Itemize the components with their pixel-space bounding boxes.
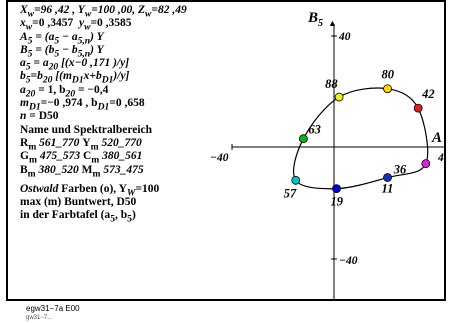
point-label-88: 88 xyxy=(325,77,338,91)
b5-formula: B5 = (b5 − b5,n) Y xyxy=(20,43,104,60)
gamut-curve-path xyxy=(293,87,429,190)
tick-label-b-pos: 40 xyxy=(338,31,351,43)
point-19 xyxy=(332,184,341,194)
name-spectral-heading: Name und Spektralbereich xyxy=(20,123,153,136)
point-label-19: 19 xyxy=(331,195,344,209)
tick-label-a-pos: 4 xyxy=(437,152,444,164)
whitepoint-line: xw=0 ,3457 yw=0 ,3585 xyxy=(20,17,132,33)
n-line: n = D50 xyxy=(20,110,59,123)
a5-formula: A5 = (a5 − a5,n) Y xyxy=(20,30,104,46)
a5-definition: a5 = a20 [(x−0 ,171 )/y] xyxy=(20,57,130,73)
point-63 xyxy=(298,134,308,144)
farbtafel-line: in der Farbtafel (a5, b5) xyxy=(20,209,136,225)
point-label-36: 36 xyxy=(393,163,407,177)
r-y-range-line: Rm 561_770 Ym 520_770 xyxy=(20,136,142,153)
point-80 xyxy=(383,84,392,94)
diagram-frame: Xw=96 ,42 , Yw=100 ,00, Zw=82 ,49 xw=0 ,… xyxy=(6,0,446,301)
point-label-11: 11 xyxy=(382,182,394,196)
point-label-63: 63 xyxy=(308,123,321,137)
footer-code: egw31−7a E00 xyxy=(26,304,80,313)
point-label-57: 57 xyxy=(284,186,297,200)
axes: B5 ▲ A 40 −40 −40 4 xyxy=(210,10,444,299)
b-axis-title: B5 xyxy=(307,10,323,29)
point-label-80: 80 xyxy=(382,68,395,82)
ostwald-line: Ostwald Farben (o), YW=100 xyxy=(20,182,160,199)
point-36 xyxy=(421,159,431,169)
a-axis-title: A xyxy=(431,130,442,146)
chromaticity-plot: B5 ▲ A 40 −40 −40 4 80 42 36 11 19 57 63 88 xyxy=(210,10,444,299)
point-88 xyxy=(334,92,344,102)
point-42 xyxy=(413,103,423,113)
point-57 xyxy=(291,175,301,185)
max-buntwert-line: max (m) Buntwert, D50 xyxy=(20,196,137,209)
b-m-range-line: Bm 380_520 Mm 573_475 xyxy=(20,163,144,179)
mD1-bD1-line: mD1=−0 ,974 , bD1=0 ,658 xyxy=(20,97,145,113)
point-label-42: 42 xyxy=(421,87,435,101)
a20-b20-line: a20 = 1, b20 = −0,4 xyxy=(20,83,109,100)
data-points: 80 42 36 11 19 57 63 88 xyxy=(284,68,435,209)
b-axis-arrow-icon: ▲ xyxy=(328,18,337,28)
tick-label-a-neg: −40 xyxy=(210,152,229,164)
point-11 xyxy=(383,173,392,182)
footer-code-secondary: gw31−7... xyxy=(26,315,53,321)
formula-panel: Xw=96 ,42 , Yw=100 ,00, Zw=82 ,49 xw=0 ,… xyxy=(20,4,226,225)
g-c-range-line: Gm 475_573 Cm 380_561 xyxy=(20,150,143,166)
gamut-curve xyxy=(293,87,429,190)
tick-label-b-neg: −40 xyxy=(339,255,358,267)
b5-definition: b5=b20 [(mD1x+bD1)/y] xyxy=(20,70,130,86)
header-line: Xw=96 ,42 , Yw=100 ,00, Zw=82 ,49 xyxy=(20,4,187,20)
